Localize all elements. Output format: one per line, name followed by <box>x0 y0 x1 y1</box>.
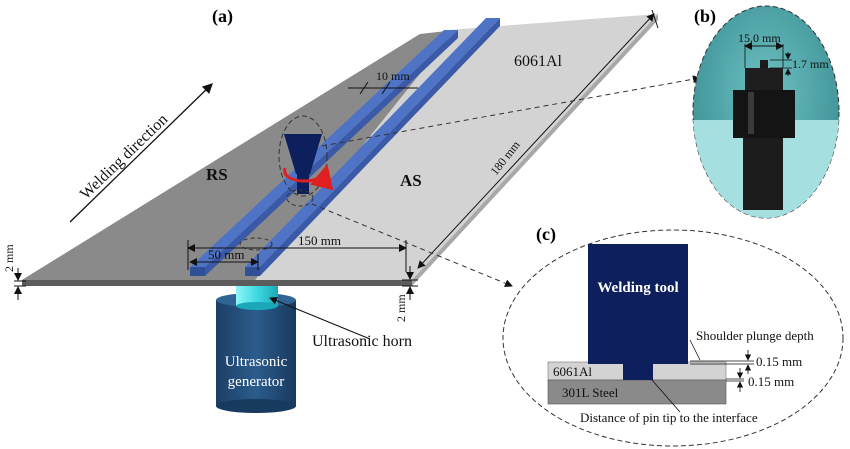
pin-gap-value-label: 0.15 mm <box>748 374 794 389</box>
panel-b-label: (b) <box>694 6 716 27</box>
ultrasonic-generator <box>216 293 296 413</box>
shoulder-plunge-label: Shoulder plunge depth <box>696 328 814 343</box>
panel-a-label: (a) <box>212 6 233 27</box>
panel-b: 15.0 mm 1.7 mm (b) <box>692 5 840 219</box>
leader-to-detail <box>311 203 513 288</box>
detail-bottom-plate-label: 301L Steel <box>562 385 619 400</box>
tool-photo <box>733 60 795 210</box>
groove-width-label: 10 mm <box>376 69 410 83</box>
right-thickness-label: 2 mm <box>394 294 408 322</box>
generator-label-line1: Ultrasonic <box>225 354 288 370</box>
plunge-value-label: 0.15 mm <box>756 354 802 369</box>
advancing-side-label: AS <box>400 171 422 190</box>
welding-tool-a <box>278 115 334 197</box>
welding-direction-arrow <box>69 83 213 223</box>
plate-length-label: 150 mm <box>298 233 341 248</box>
rotation-arrow <box>283 164 334 191</box>
pin-gap-label: Distance of pin tip to the interface <box>580 410 758 425</box>
horn-label: Ultrasonic horn <box>312 333 412 350</box>
retreating-side-label: RS <box>206 165 228 184</box>
clamp-bar-left <box>190 30 458 276</box>
detail-tool-label: Welding tool <box>597 280 678 296</box>
panel-a: 301LSteel 6061Al Welding direction RS AS… <box>2 6 701 413</box>
welding-direction-label: Welding direction <box>77 111 171 203</box>
left-material-label: 301LSteel <box>268 43 334 60</box>
left-thickness-label: 2 mm <box>2 244 16 272</box>
detail-top-plate-label: 6061Al <box>553 364 592 379</box>
backing-offset-label: 50 mm <box>208 247 244 262</box>
ultrasonic-horn <box>236 284 278 310</box>
detail-bottom-plate <box>547 379 727 405</box>
right-material-label: 6061Al <box>514 53 563 70</box>
shoulder-diameter-label: 15.0 mm <box>738 31 781 45</box>
panel-c: Welding tool 6061Al 301L Steel Shoulder … <box>502 224 844 447</box>
panel-c-label: (c) <box>536 224 556 245</box>
generator-label-line2: generator <box>228 374 285 390</box>
leader-to-tool-photo <box>321 75 701 147</box>
horn-leader <box>269 296 371 340</box>
plate-width-dimension <box>417 13 655 269</box>
detail-welding-tool <box>588 244 688 364</box>
pin-length-label: 1.7 mm <box>792 57 829 71</box>
detail-tool-pin <box>623 364 653 380</box>
